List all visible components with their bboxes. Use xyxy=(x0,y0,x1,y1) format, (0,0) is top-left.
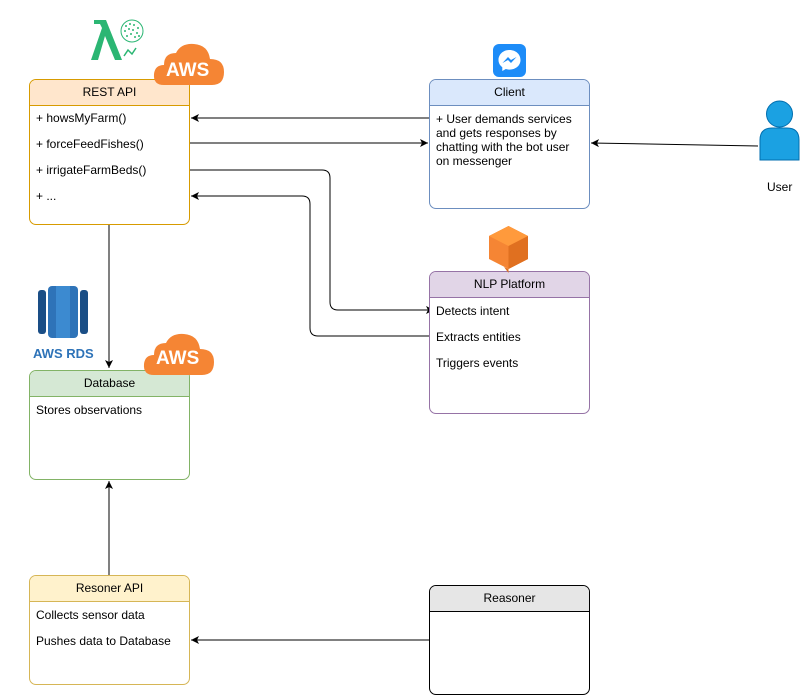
database-title: Database xyxy=(30,371,189,397)
messenger-icon xyxy=(493,44,526,77)
arrow-rest-to-nlp xyxy=(190,169,434,314)
rest-api-method: + irrigateFarmBeds() xyxy=(36,163,147,177)
client-title: Client xyxy=(430,80,589,106)
resoner-api-box[interactable]: Resoner API Collects sensor data Pushes … xyxy=(29,575,190,685)
reasoner-box[interactable]: Reasoner xyxy=(429,585,590,695)
resoner-item: Collects sensor data xyxy=(36,608,145,622)
aws-badge-text: AWS xyxy=(156,348,200,369)
arrow-nlp-to-rest xyxy=(191,192,430,337)
nlp-platform-icon xyxy=(489,226,528,273)
nlp-item: Detects intent xyxy=(436,304,510,318)
nlp-platform-title: NLP Platform xyxy=(430,272,589,298)
aws-cloud-badge-database: AWS xyxy=(142,331,216,377)
user-label: User xyxy=(767,180,793,194)
nlp-item: Triggers events xyxy=(436,356,519,370)
aws-cloud-icon xyxy=(153,43,224,85)
resoner-item: Pushes data to Database xyxy=(36,634,171,648)
client-description: + User demands services and gets respons… xyxy=(436,112,572,168)
reasoner-title: Reasoner xyxy=(430,586,589,612)
database-box[interactable]: Database Stores observations xyxy=(29,370,190,480)
user-icon xyxy=(759,100,800,161)
nlp-platform-box[interactable]: NLP Platform Detects intent Extracts ent… xyxy=(429,271,590,414)
aws-cloud-icon xyxy=(143,333,214,375)
rest-api-box[interactable]: REST API + howsMyFarm() + forceFeedFishe… xyxy=(29,79,190,225)
rest-api-method: + howsMyFarm() xyxy=(36,111,127,125)
nlp-item: Extracts entities xyxy=(436,330,521,344)
database-description: Stores observations xyxy=(36,403,143,417)
aws-lambda-icon xyxy=(91,19,144,60)
resoner-api-title: Resoner API xyxy=(30,576,189,602)
client-box[interactable]: Client + User demands services and gets … xyxy=(429,79,590,209)
aws-cloud-badge: AWS xyxy=(152,41,226,87)
rest-api-method: + forceFeedFishes() xyxy=(36,137,144,151)
aws-rds-icon xyxy=(38,286,88,338)
aws-badge-text: AWS xyxy=(166,60,210,81)
aws-rds-label: AWS RDS xyxy=(33,346,94,361)
rest-api-method: + ... xyxy=(36,189,57,203)
arrow-user-to-client xyxy=(590,139,759,148)
